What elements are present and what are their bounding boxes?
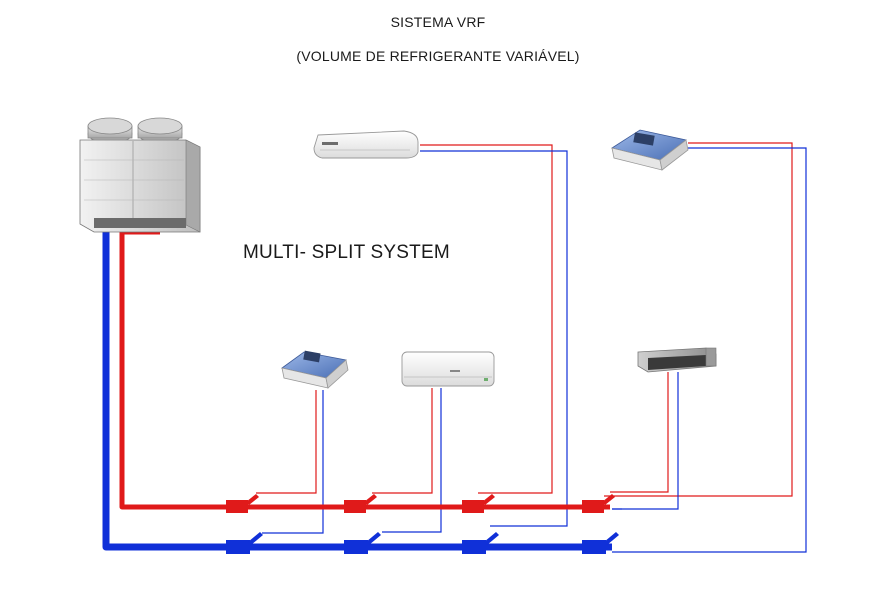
branch-liquid-ceiling [420,144,553,494]
gas-joints [226,532,619,554]
gas-branch-lines [262,147,807,553]
liquid-joint-2 [344,494,377,513]
branch-gas-wall [382,388,442,533]
main-liquid-pipe [119,229,610,510]
liquid-joint-1 [226,494,259,513]
liquid-joint-4 [582,494,615,513]
gas-joint-1 [226,532,263,554]
outdoor-unit [79,117,201,233]
branch-liquid-ducted [610,372,669,493]
branch-gas-cassette-bottom [262,390,324,534]
diagram-subtitle: (VOLUME DE REFRIGERANTE VARIÁVEL) [296,48,580,64]
branch-liquid-cassette-bottom [256,390,317,494]
gas-joint-4 [582,532,619,554]
gas-joint-3 [462,532,499,554]
cassette-unit-bottom [281,350,349,389]
branch-gas-cassette-top [612,147,807,553]
branch-liquid-wall [372,388,433,494]
liquid-joints [226,494,615,513]
branch-gas-ducted [612,372,679,510]
gas-joint-2 [344,532,381,554]
ducted-unit [637,347,717,373]
liquid-joint-3 [462,494,495,513]
diagram-title: SISTEMA VRF [390,14,486,30]
system-label: MULTI- SPLIT SYSTEM [243,242,450,263]
branch-liquid-cassette-top [604,142,793,497]
liquid-branch-lines [256,142,793,497]
cassette-unit-top [611,129,689,171]
ceiling-suspended-unit [313,130,419,159]
main-gas-pipe [102,226,612,551]
branch-gas-ceiling [420,150,568,527]
wall-split-unit [401,351,495,387]
